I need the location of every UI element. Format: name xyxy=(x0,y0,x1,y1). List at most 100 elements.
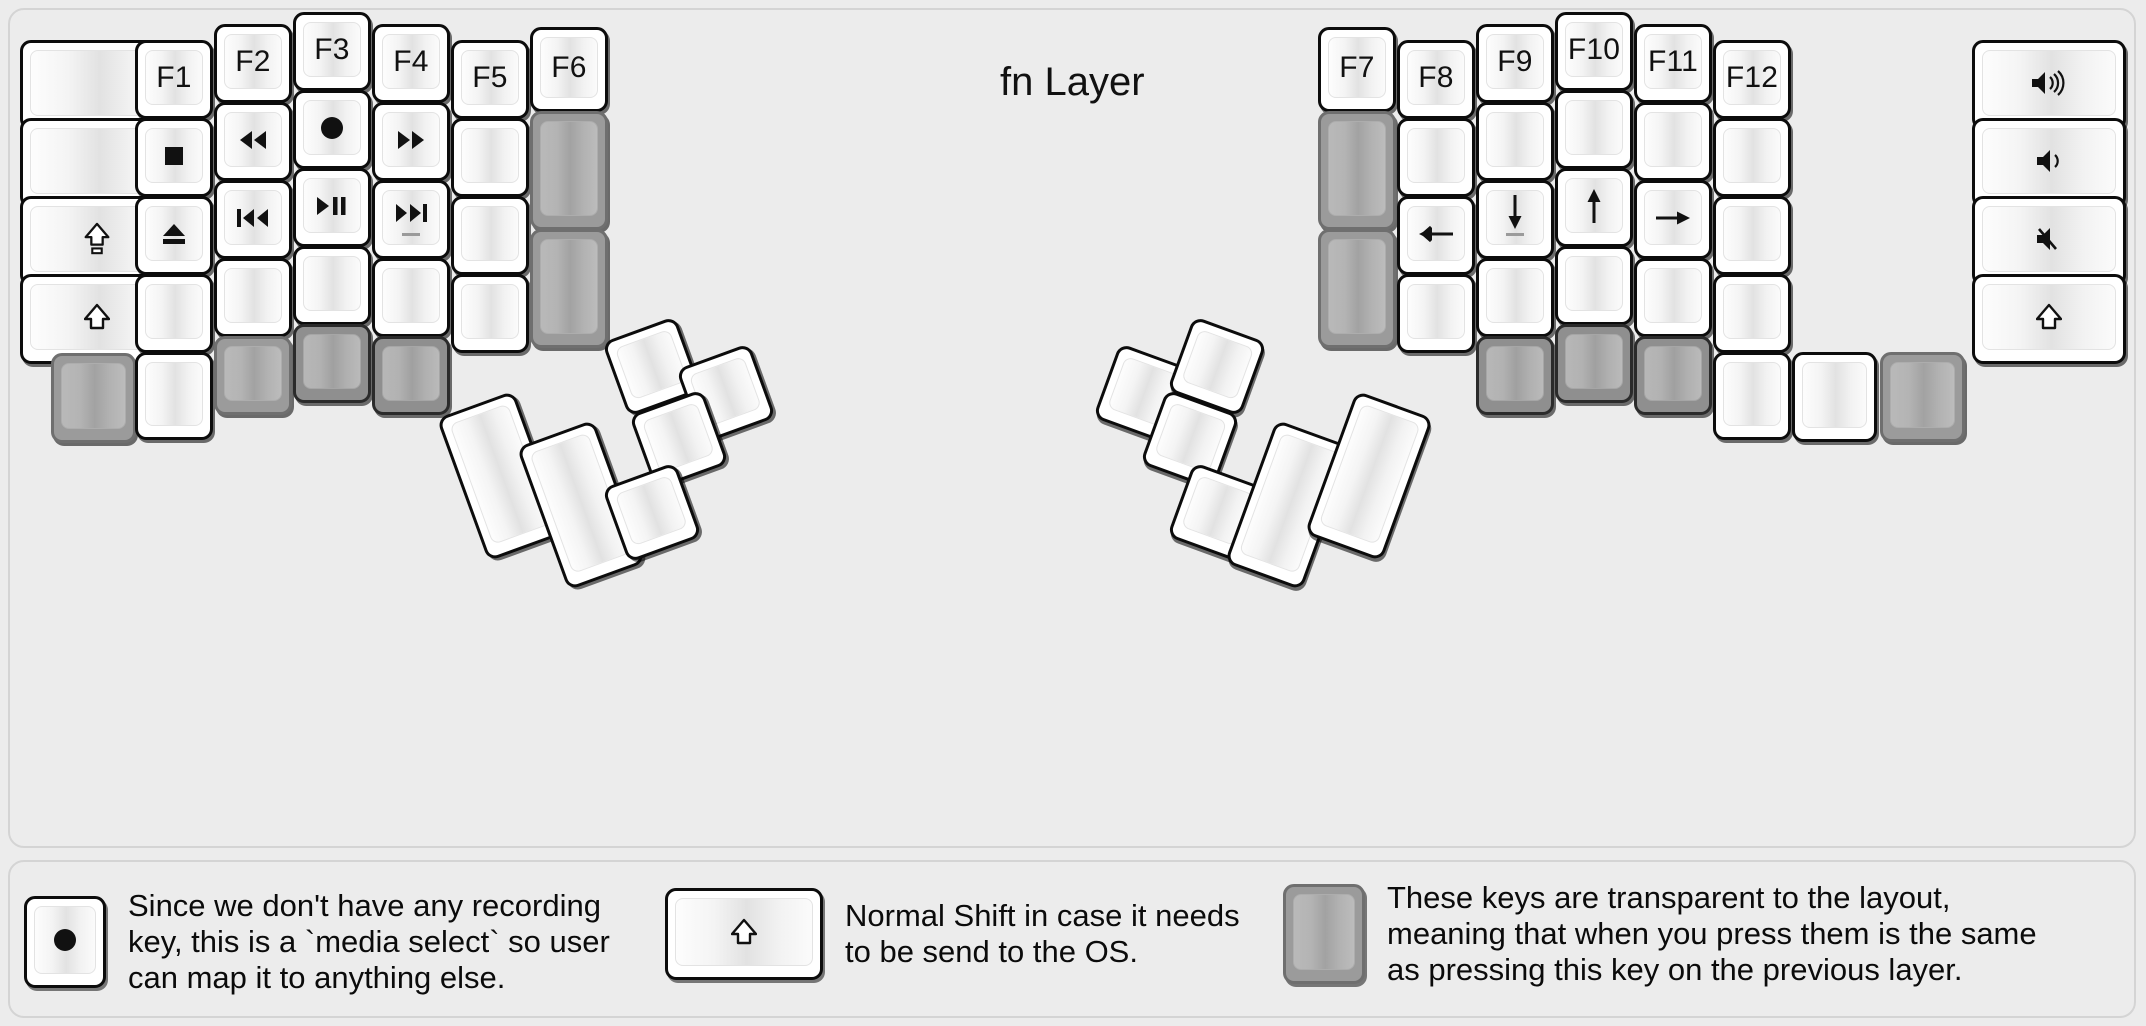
right-col4-row2-arrow-right-key[interactable] xyxy=(1634,180,1712,259)
legend-text-transparent: These keys are transparent to the layout… xyxy=(1387,880,2037,987)
keycap-surface xyxy=(1486,268,1544,323)
media-rewind-icon xyxy=(217,105,289,174)
right-col0-row1-transparent-key[interactable] xyxy=(1318,111,1396,230)
keycap-surface xyxy=(1723,50,1781,105)
keycap-surface xyxy=(303,178,361,233)
keycap-surface xyxy=(1982,50,2116,116)
right-col5-row0-f12-key[interactable]: F12 xyxy=(1713,40,1791,119)
left-col3-row3-key[interactable] xyxy=(293,246,371,325)
left-col2-row4-transparent-key[interactable] xyxy=(214,336,292,415)
right-col4-row3-key[interactable] xyxy=(1634,258,1712,337)
keycap-surface xyxy=(1723,206,1781,261)
right-col2-row2-arrow-down-key[interactable] xyxy=(1476,180,1554,259)
right-col5-row4-key[interactable] xyxy=(1713,352,1791,440)
left-col6-row1-transparent-key[interactable] xyxy=(530,111,608,230)
key-label: F11 xyxy=(1647,44,1699,78)
right-col2-row0-f9-key[interactable]: F9 xyxy=(1476,24,1554,103)
right-col1-row1-key[interactable] xyxy=(1397,118,1475,197)
right-col6-row2-volume-mute-key[interactable] xyxy=(1972,196,2126,286)
left-col5-row1-key[interactable] xyxy=(451,118,529,197)
keycap-surface xyxy=(1565,334,1623,389)
right-col2-row4-transparent-key[interactable] xyxy=(1476,336,1554,415)
left-col5-row2-key[interactable] xyxy=(451,196,529,275)
keycap-surface xyxy=(1328,121,1386,216)
left-col3-row0-f3-key[interactable]: F3 xyxy=(293,12,371,91)
keycap-surface xyxy=(614,328,688,401)
key-label: F3 xyxy=(314,32,350,66)
right-col3-row4-transparent-key[interactable] xyxy=(1555,324,1633,403)
left-col5-row0-f5-key[interactable]: F5 xyxy=(451,40,529,119)
left-col4-row2-next-key[interactable] xyxy=(372,180,450,259)
right-col4-row4-transparent-key[interactable] xyxy=(1634,336,1712,415)
left-col2-row1-rewind-key[interactable] xyxy=(214,102,292,181)
right-col6-row4-key[interactable] xyxy=(1792,352,1877,442)
left-col3-row2-play-pause-key[interactable] xyxy=(293,168,371,247)
right-col2-row1-key[interactable] xyxy=(1476,102,1554,181)
keycap-surface xyxy=(461,50,519,105)
right-col1-row3-key[interactable] xyxy=(1397,274,1475,353)
left-col3-row1-record-key[interactable] xyxy=(293,90,371,169)
left-col2-row0-f2-key[interactable]: F2 xyxy=(214,24,292,103)
key-label: F5 xyxy=(472,60,508,94)
left-col1-row4-key[interactable] xyxy=(135,352,213,440)
left-col6-row2-transparent-key[interactable] xyxy=(530,229,608,348)
left-col1-row0-f1-key[interactable]: F1 xyxy=(135,40,213,119)
keycap-surface xyxy=(145,284,203,339)
left-col4-row1-fast-forward-key[interactable] xyxy=(372,102,450,181)
right-col3-row3-key[interactable] xyxy=(1555,246,1633,325)
keycap-surface xyxy=(1328,37,1386,98)
media-record-icon xyxy=(296,93,368,162)
legend-item-shift: Normal Shift in case it needs to be send… xyxy=(665,888,1240,980)
key-label: F8 xyxy=(1418,60,1454,94)
right-col3-row2-arrow-up-key[interactable] xyxy=(1555,168,1633,247)
right-col1-row0-f8-key[interactable]: F8 xyxy=(1397,40,1475,119)
right-col4-row1-key[interactable] xyxy=(1634,102,1712,181)
left-col5-row3-key[interactable] xyxy=(451,274,529,353)
keycap-surface xyxy=(1486,112,1544,167)
right-col6-row3-shift-key[interactable] xyxy=(1972,274,2126,364)
left-col4-row3-key[interactable] xyxy=(372,258,450,337)
left-col3-row4-transparent-key[interactable] xyxy=(293,324,371,403)
key-label: F7 xyxy=(1339,50,1375,84)
legend-key-transparent xyxy=(1283,883,1365,984)
keycap-surface xyxy=(145,362,203,426)
left-col6-row0-f6-key[interactable]: F6 xyxy=(530,27,608,112)
key-label: F12 xyxy=(1725,60,1779,94)
left-col4-row0-f4-key[interactable]: F4 xyxy=(372,24,450,103)
key-label: F1 xyxy=(156,60,192,94)
left-col1-row3-key[interactable] xyxy=(135,274,213,353)
right-col1-row2-arrow-left-key[interactable] xyxy=(1397,196,1475,275)
left-col4-row4-transparent-key[interactable] xyxy=(372,336,450,415)
legend-text-shift: Normal Shift in case it needs to be send… xyxy=(845,898,1240,969)
keycap-surface xyxy=(1293,893,1355,970)
right-col5-row1-key[interactable] xyxy=(1713,118,1791,197)
right-col5-row2-key[interactable] xyxy=(1713,196,1791,275)
key-label: F9 xyxy=(1497,44,1533,78)
right-col6-row1-volume-down-key[interactable] xyxy=(1972,118,2126,208)
keycap-surface xyxy=(382,346,440,401)
keycap-surface xyxy=(224,268,282,323)
keycap-surface xyxy=(1486,34,1544,89)
right-col3-row1-key[interactable] xyxy=(1555,90,1633,169)
right-col0-row0-f7-key[interactable]: F7 xyxy=(1318,27,1396,112)
left-col1-row2-eject-key[interactable] xyxy=(135,196,213,275)
right-col0-row2-transparent-key[interactable] xyxy=(1318,229,1396,348)
keycap-surface xyxy=(1644,346,1702,401)
left-col1-row1-stop-key[interactable] xyxy=(135,118,213,197)
right-col6-row5-transparent-key[interactable] xyxy=(1880,352,1965,442)
right-col4-row0-f11-key[interactable]: F11 xyxy=(1634,24,1712,103)
right-col5-row3-key[interactable] xyxy=(1713,274,1791,353)
left-col2-row3-key[interactable] xyxy=(214,258,292,337)
right-col6-row0-volume-up-key[interactable] xyxy=(1972,40,2126,130)
right-col3-row0-f10-key[interactable]: F10 xyxy=(1555,12,1633,91)
left-col0-row4-transparent-key[interactable] xyxy=(51,353,136,443)
arrow-up-icon xyxy=(1558,171,1630,240)
legend-item-transparent: These keys are transparent to the layout… xyxy=(1283,880,2037,988)
right-col2-row3-key[interactable] xyxy=(1476,258,1554,337)
media-next-icon xyxy=(375,183,447,242)
keycap-surface xyxy=(1486,346,1544,401)
media-record-icon xyxy=(27,899,103,981)
legend-item-record: Since we don't have any recording key, t… xyxy=(24,888,610,996)
keycap-surface xyxy=(1328,239,1386,334)
left-col2-row2-previous-key[interactable] xyxy=(214,180,292,259)
